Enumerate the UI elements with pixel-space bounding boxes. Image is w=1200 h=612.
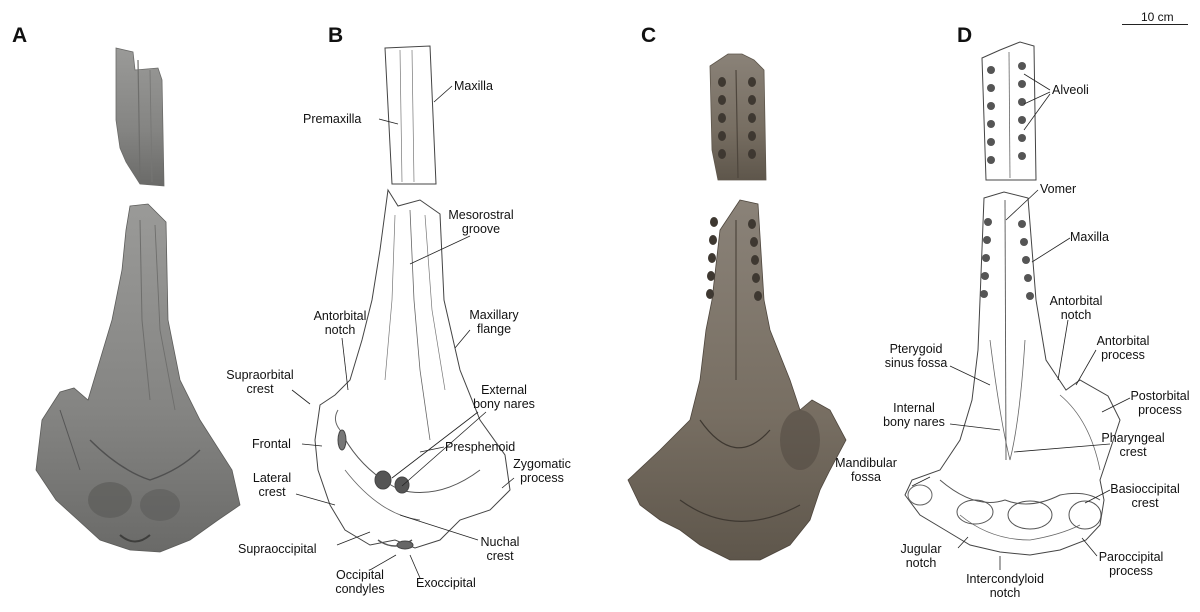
label-d-mandibular-line2: fossa <box>851 470 881 484</box>
label-b-maxillary-flange-line2: flange <box>476 322 512 336</box>
label-d-basioccipital-line2: crest <box>1131 496 1159 510</box>
panel-letter-b: B <box>328 24 344 47</box>
label-b-exoccipital: Exoccipital <box>416 576 476 590</box>
label-d-mandibular-fossa: Mandibular fossa <box>830 456 902 484</box>
drawing-d-ventral-skull <box>904 41 1121 556</box>
photo-c-ventral-skull <box>627 53 847 561</box>
drawing-b-dorsal-skull <box>314 45 511 550</box>
label-d-basioccipital-line1: Basioccipital <box>1110 482 1180 496</box>
label-d-antorbital-process-line2: process <box>1101 348 1145 362</box>
label-d-jugular-notch: Jugular notch <box>890 542 952 570</box>
label-d-vomer: Vomer <box>1040 182 1077 196</box>
label-b-nuchal-line1: Nuchal <box>480 535 520 549</box>
scale-bar-label: 10 cm <box>1141 10 1174 24</box>
label-d-antorbital-process-line1: Antorbital <box>1096 334 1150 348</box>
label-b-maxilla: Maxilla <box>454 79 493 93</box>
label-b-supraorbital-line2: crest <box>246 382 274 396</box>
leader-lines-b <box>291 85 515 579</box>
label-d-internal-nares-line2: bony nares <box>883 415 945 429</box>
label-d-internal-bony-nares: Internal bony nares <box>872 401 956 429</box>
label-d-pharyngeal-crest: Pharyngeal crest <box>1096 431 1170 459</box>
label-d-intercondyloid-line2: notch <box>989 586 1021 600</box>
label-d-alveoli: Alveoli <box>1052 83 1089 97</box>
label-b-lateral-crest-line2: crest <box>258 485 286 499</box>
label-b-external-nares-line1: External <box>481 383 527 397</box>
label-b-lateral-crest-line1: Lateral <box>252 471 292 485</box>
label-b-external-nares-line2: bony nares <box>473 397 535 411</box>
label-b-occipital-line2: condyles <box>335 582 385 596</box>
label-b-mesorostral-line2: groove <box>461 222 501 236</box>
label-d-pterygoid-sinus-fossa: Pterygoid sinus fossa <box>874 342 958 370</box>
label-d-jugular-line1: Jugular <box>900 542 942 556</box>
label-b-external-bony-nares: External bony nares <box>462 383 546 411</box>
label-d-pharyngeal-line2: crest <box>1119 445 1147 459</box>
label-b-premaxilla: Premaxilla <box>303 112 362 126</box>
label-d-intercondyloid-line1: Intercondyloid <box>966 572 1044 586</box>
label-b-lateral-crest: Lateral crest <box>244 471 300 499</box>
panel-letter-a: A <box>12 24 28 47</box>
label-d-maxilla: Maxilla <box>1070 230 1109 244</box>
label-d-paroccipital-process: Paroccipital process <box>1090 550 1172 578</box>
label-d-paroccipital-line1: Paroccipital <box>1098 550 1164 564</box>
label-d-antorbital-notch-line1: Antorbital <box>1049 294 1103 308</box>
label-b-mesorostral-groove: Mesorostral groove <box>446 208 516 236</box>
label-b-supraorbital-line1: Supraorbital <box>226 368 294 382</box>
label-b-maxillary-flange: Maxillary flange <box>462 308 526 336</box>
scale-bar <box>1122 24 1188 25</box>
drawing-d-alveoli <box>980 62 1034 300</box>
label-d-postorbital-process: Postorbital process <box>1122 389 1198 417</box>
label-d-intercondyloid-notch: Intercondyloid notch <box>950 572 1060 600</box>
label-d-jugular-line2: notch <box>905 556 937 570</box>
label-b-occipital-condyles: Occipital condyles <box>328 568 392 596</box>
label-d-pharyngeal-line1: Pharyngeal <box>1101 431 1165 445</box>
label-d-mandibular-line1: Mandibular <box>835 456 897 470</box>
label-b-zygomatic-line1: Zygomatic <box>513 457 571 471</box>
label-b-antorbital-notch-line1: Antorbital <box>313 309 367 323</box>
panel-letter-c: C <box>641 24 657 47</box>
label-b-maxillary-flange-line1: Maxillary <box>469 308 519 322</box>
label-b-zygomatic-process: Zygomatic process <box>506 457 578 485</box>
label-d-antorbital-process: Antorbital process <box>1088 334 1158 362</box>
label-d-paroccipital-line2: process <box>1109 564 1153 578</box>
label-b-zygomatic-line2: process <box>520 471 564 485</box>
label-b-antorbital-notch: Antorbital notch <box>304 309 376 337</box>
label-d-pterygoid-line1: Pterygoid <box>889 342 943 356</box>
label-b-occipital-line1: Occipital <box>336 568 384 582</box>
label-b-nuchal-line2: crest <box>486 549 514 563</box>
label-d-antorbital-notch-line2: notch <box>1060 308 1092 322</box>
label-b-frontal: Frontal <box>252 437 291 451</box>
label-b-mesorostral-line1: Mesorostral <box>448 208 514 222</box>
photo-c-alveoli <box>706 77 762 301</box>
label-b-supraoccipital: Supraoccipital <box>238 542 317 556</box>
label-b-presphenoid: Presphenoid <box>445 440 516 454</box>
label-d-pterygoid-line2: sinus fossa <box>884 356 948 370</box>
label-d-postorbital-line1: Postorbital <box>1130 389 1190 403</box>
label-d-basioccipital-crest: Basioccipital crest <box>1096 482 1194 510</box>
panel-letter-d: D <box>957 24 973 47</box>
label-d-internal-nares-line1: Internal <box>893 401 935 415</box>
photo-a-dorsal-skull <box>35 47 241 553</box>
label-b-antorbital-notch-line2: notch <box>324 323 356 337</box>
label-b-nuchal-crest: Nuchal crest <box>474 535 526 563</box>
leader-lines-d <box>911 73 1131 570</box>
label-b-supraorbital-crest: Supraorbital crest <box>222 368 298 396</box>
label-d-postorbital-line2: process <box>1138 403 1182 417</box>
label-d-antorbital-notch: Antorbital notch <box>1040 294 1112 322</box>
